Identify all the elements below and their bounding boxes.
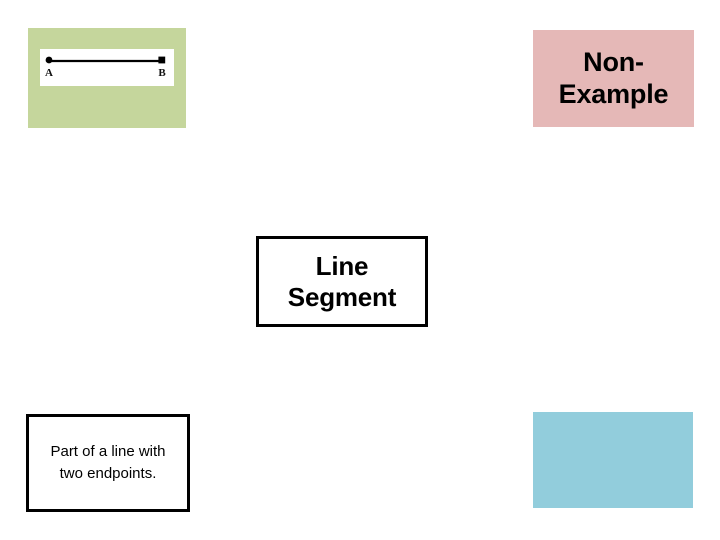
nonexample-label: Non- Example (559, 47, 669, 111)
endpoint-b-label: B (158, 67, 166, 79)
term-box[interactable]: Line Segment (256, 236, 428, 327)
term-label: Line Segment (287, 250, 397, 312)
nonexample-label-line2: Example (558, 78, 669, 109)
nonexample-label-line1: Non- (583, 46, 644, 77)
blue-panel[interactable] (533, 412, 693, 508)
line-segment-diagram: A B (40, 49, 174, 86)
term-label-line1: Line (315, 250, 369, 281)
definition-box[interactable]: Part of a line with two endpoints. (26, 414, 190, 512)
term-label-line2: Segment (287, 281, 397, 312)
nonexample-panel[interactable]: Non- Example (533, 30, 694, 127)
endpoint-a-label: A (45, 67, 53, 79)
definition-text: Part of a line with two endpoints. (50, 442, 166, 483)
example-panel[interactable]: A B (28, 28, 186, 128)
